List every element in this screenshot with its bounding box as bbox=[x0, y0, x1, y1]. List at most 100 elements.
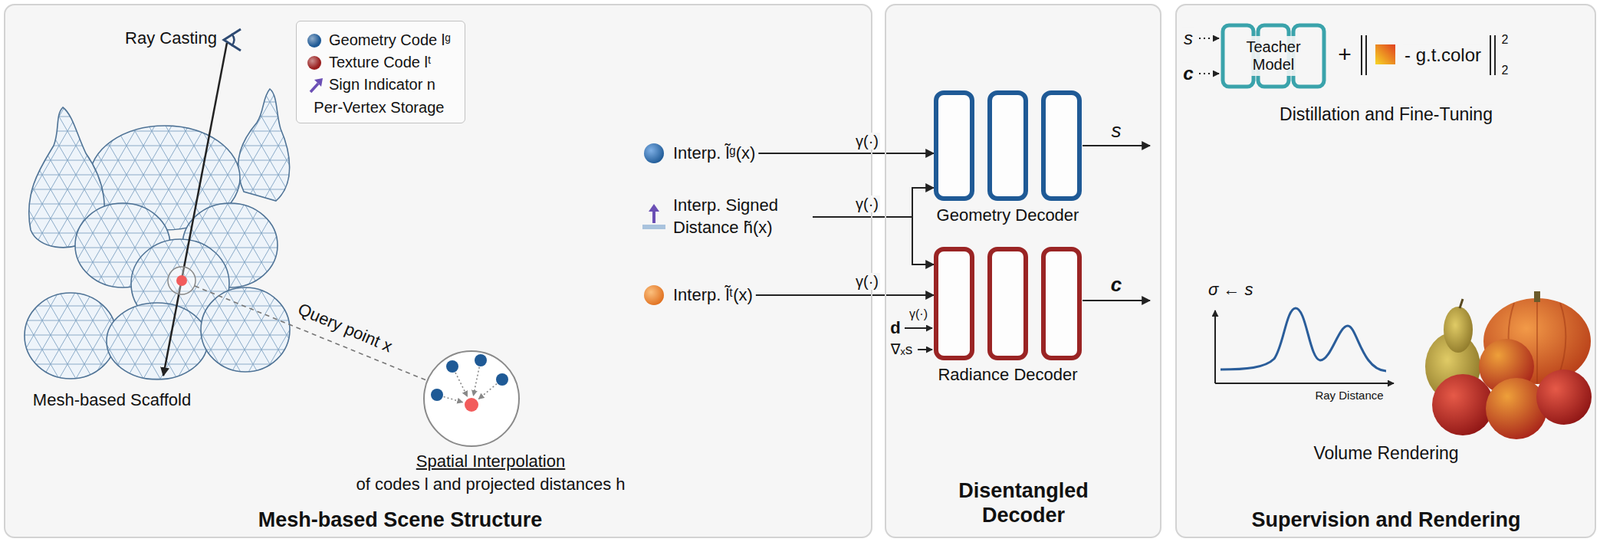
text-label: c bbox=[1109, 272, 1124, 296]
mesh-scaffold bbox=[238, 88, 290, 201]
input-label: Interp. l̃ᵍ(x) bbox=[673, 142, 756, 165]
text-label: d bbox=[888, 318, 902, 338]
text-label: of codes l and projected distances h bbox=[354, 474, 627, 494]
interpolation-neighbourhood bbox=[473, 367, 480, 396]
text-label: γ(·) bbox=[907, 307, 930, 321]
text-label: Spatial Interpolation bbox=[414, 451, 567, 471]
text-label: s bbox=[1182, 27, 1195, 49]
label-box: γ(·) bbox=[907, 306, 930, 322]
interpolation-neighbourhood bbox=[478, 384, 497, 400]
label-box: Ray Distance bbox=[1313, 388, 1385, 403]
fruit-render bbox=[1459, 298, 1463, 309]
density-plot bbox=[1214, 310, 1216, 384]
panel-heading: Mesh-based Scene Structure bbox=[258, 507, 543, 533]
decoder-mlp: Radiance Decoder bbox=[933, 246, 1082, 361]
decoder-caption-box: Radiance Decoder bbox=[937, 364, 1078, 385]
legend-swatch bbox=[307, 55, 322, 70]
label-box: 2 bbox=[1500, 32, 1511, 47]
fruit-render bbox=[1536, 369, 1592, 425]
panel-grounds bbox=[1175, 3, 1597, 539]
decoder-arrows bbox=[1082, 299, 1150, 302]
norm-bars bbox=[1494, 35, 1496, 76]
text-label: Mesh-based Scaffold bbox=[31, 390, 193, 410]
mesh-scaffold bbox=[200, 287, 290, 372]
distillation-inputs bbox=[1199, 72, 1219, 75]
connector bbox=[812, 216, 934, 265]
label-box: of codes l and projected distances h bbox=[354, 474, 627, 495]
density-plot bbox=[1215, 308, 1394, 384]
label-box: σ ← s bbox=[1206, 279, 1256, 300]
text-label: Distillation and Fine-Tuning bbox=[1278, 104, 1495, 125]
text-label: c bbox=[1181, 62, 1195, 84]
decoder-arrows bbox=[917, 348, 933, 351]
sign-icon bbox=[640, 201, 667, 233]
fruit-render bbox=[1534, 291, 1541, 303]
label-box: + bbox=[1336, 40, 1354, 69]
edge-label-box: γ(·) bbox=[854, 194, 881, 214]
panel-heading: Disentangled Decoder bbox=[935, 478, 1112, 529]
decoder-caption-box: Geometry Decoder bbox=[936, 205, 1080, 226]
fruit-render bbox=[1485, 377, 1548, 440]
fruit-render bbox=[1432, 374, 1494, 436]
text-label: Query point x bbox=[293, 298, 397, 358]
text-label: ∇ₓs bbox=[889, 341, 914, 358]
ray-casting bbox=[231, 33, 235, 46]
interpolation-neighbourhood bbox=[423, 351, 520, 447]
label-box: Volume Rendering bbox=[1311, 443, 1460, 465]
teacher-mlp: Teacher Model bbox=[1220, 22, 1327, 89]
interpolation-neighbourhood bbox=[423, 351, 520, 447]
legend-text: Geometry Code lᵍ bbox=[328, 31, 451, 50]
legend-box: Geometry Code lᵍTexture Code lᵗSign Indi… bbox=[295, 20, 466, 124]
label-box: - g.t.color bbox=[1402, 44, 1483, 67]
legend-title: Per-Vertex Storage bbox=[307, 98, 451, 117]
decoder-mlp: Geometry Decoder bbox=[933, 90, 1082, 201]
ray-casting bbox=[167, 266, 196, 295]
panel-heading: Supervision and Rendering bbox=[1251, 507, 1521, 533]
arrow-sample bbox=[307, 75, 325, 95]
input-label: Interp. Signed Distance h̃(x) bbox=[673, 194, 810, 239]
text-label: Volume Rendering bbox=[1311, 443, 1460, 464]
label-box: c bbox=[1109, 272, 1124, 297]
distillation-inputs bbox=[1199, 38, 1219, 74]
panel-grounds bbox=[3, 3, 1597, 539]
label-box: Ray Casting bbox=[123, 28, 219, 49]
decoder-caption: Radiance Decoder bbox=[937, 364, 1078, 385]
color-swatch bbox=[1375, 44, 1396, 65]
panel-grounds bbox=[884, 3, 1162, 539]
ray-casting bbox=[194, 285, 427, 381]
connector bbox=[758, 152, 934, 155]
label-box: 2 bbox=[1500, 62, 1511, 78]
edge-label-box: γ(·) bbox=[854, 131, 881, 151]
code-icon bbox=[640, 282, 667, 309]
text-label: Ray Casting bbox=[123, 28, 219, 48]
interpolation-neighbourhood bbox=[464, 397, 479, 412]
distillation-inputs bbox=[1199, 37, 1219, 40]
ray-casting bbox=[176, 275, 188, 286]
interpolation-neighbourhood bbox=[455, 372, 468, 397]
mlp-layers bbox=[933, 246, 1082, 361]
interpolation-neighbourhood bbox=[496, 373, 509, 386]
panel-heading-box: Disentangled Decoder bbox=[935, 478, 1112, 529]
input-code: Interp. l̃ᵍ(x) bbox=[640, 141, 759, 167]
norm-bars bbox=[1361, 35, 1495, 76]
norm-bars bbox=[1489, 35, 1492, 76]
connector bbox=[812, 187, 934, 217]
panel: Disentangled Decoder Geometry DecoderRadi… bbox=[884, 3, 1162, 539]
interpolation-neighbourhood bbox=[446, 360, 459, 373]
text-label: + bbox=[1336, 41, 1354, 67]
code-icon bbox=[640, 140, 667, 167]
decoder-caption: Geometry Decoder bbox=[936, 205, 1080, 226]
ray-casting bbox=[163, 42, 227, 376]
density-plot bbox=[1215, 382, 1394, 385]
mlp-layers bbox=[933, 90, 1082, 201]
mesh-scaffold bbox=[106, 302, 208, 380]
input-code: Interp. l̃ᵗ(x) bbox=[640, 282, 756, 309]
panel-heading-box: Supervision and Rendering bbox=[1251, 507, 1521, 533]
text-label: Ray Distance bbox=[1313, 388, 1385, 402]
norm-bars bbox=[1360, 35, 1363, 76]
interpolation-neighbourhood bbox=[430, 354, 509, 401]
legend-swatch bbox=[307, 33, 322, 48]
edge-label: γ(·) bbox=[854, 272, 881, 290]
interpolation-neighbourhood bbox=[443, 397, 464, 403]
